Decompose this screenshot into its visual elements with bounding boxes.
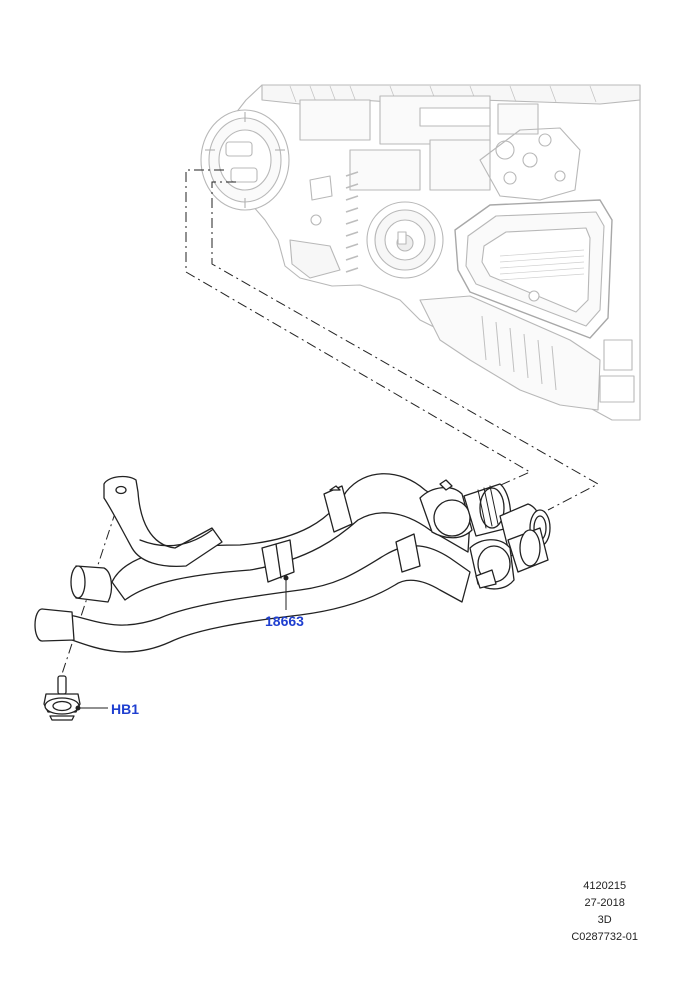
callout-hb1[interactable]: HB1 (111, 701, 140, 717)
illustration-date: 27-2018 (584, 897, 625, 909)
assembly-leader-lines (59, 169, 600, 681)
illustration-view: 3D (597, 914, 612, 926)
callout-leaders (75, 575, 289, 711)
illustration-number: 4120215 (583, 880, 627, 892)
illustration-code: C0287732-01 (571, 931, 638, 943)
bolt-hb1 (43, 675, 81, 721)
drawing-reference-block: 4120215 27-2018 3D C0287732-01 (571, 878, 638, 946)
callout-18663[interactable]: 18663 (265, 613, 304, 629)
heater-hose-assembly (34, 473, 551, 653)
hvac-housing-ghost (200, 84, 641, 421)
